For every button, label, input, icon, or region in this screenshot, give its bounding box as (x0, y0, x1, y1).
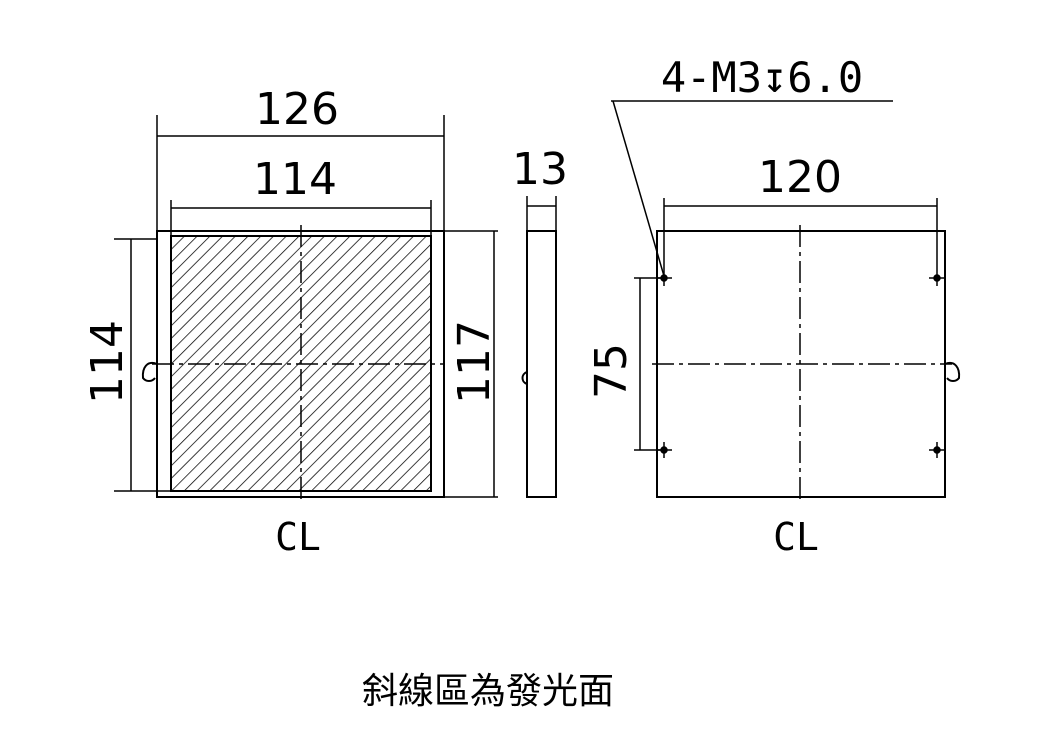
front-centerline-label: CL (275, 515, 321, 559)
emitting-area-note: 斜線區為發光面 (362, 671, 614, 712)
dim-117-label: 117 (449, 320, 500, 404)
mounting-hole-bottom-left (656, 442, 672, 458)
back-view (611, 100, 961, 503)
side-view (521, 196, 557, 498)
back-centerline-label: CL (773, 515, 819, 559)
side-profile (526, 230, 557, 498)
hole-callout-label: 4-M3↧6.0 (661, 53, 863, 102)
front-view (114, 115, 498, 503)
dim-13-label: 13 (512, 144, 568, 195)
dim-120-label: 120 (758, 152, 842, 203)
dim-126-label: 126 (255, 84, 339, 135)
mounting-hole-bottom-right (929, 442, 945, 458)
hole-callout-leader (612, 100, 665, 277)
side-cable-notch (521, 371, 528, 385)
front-cable-notch (141, 362, 158, 382)
dim-114-height-label: 114 (82, 320, 133, 404)
back-cable-notch (944, 362, 961, 382)
mounting-hole-top-right (929, 270, 945, 286)
dim-114-width-label: 114 (253, 154, 337, 205)
dim-75-label: 75 (586, 343, 637, 399)
